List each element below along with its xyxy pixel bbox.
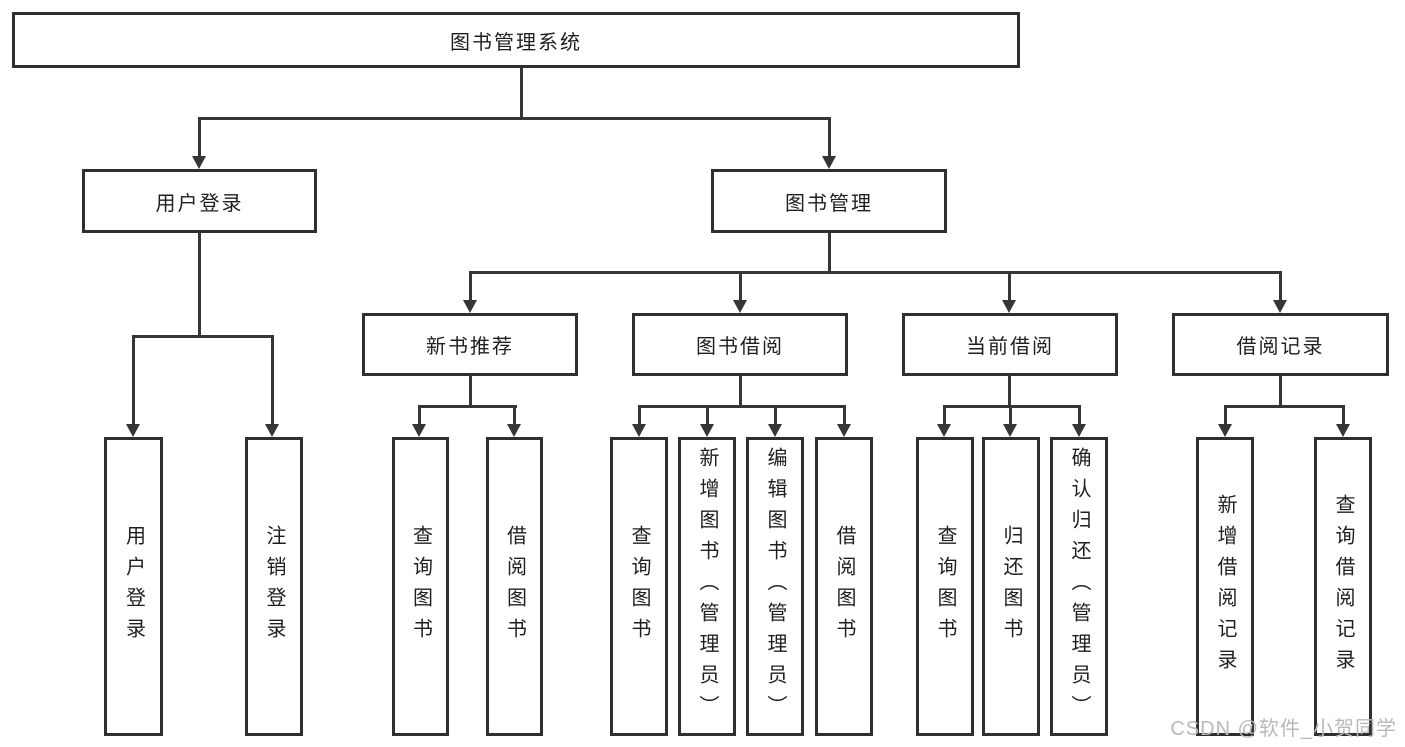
arrow-down-icon — [1003, 424, 1017, 437]
connector-book-mgmt-branch — [469, 271, 1282, 274]
connector-leaf — [1009, 405, 1012, 425]
arrow-down-icon — [1072, 424, 1086, 437]
leaf-query-borrow-record-label: 查询借阅记录 — [1332, 493, 1354, 680]
arrow-down-icon — [733, 300, 747, 313]
node-book-mgmt-label: 图书管理 — [785, 192, 873, 215]
connector-leaf — [706, 405, 709, 425]
connector-to-user-login — [198, 117, 201, 157]
leaf-logout-label: 注销登录 — [263, 524, 285, 649]
arrow-down-icon — [837, 424, 851, 437]
leaf-borrow-books-new: 借阅图书 — [486, 437, 543, 736]
arrow-down-icon — [632, 424, 646, 437]
node-library-system: 图书管理系统 — [12, 12, 1020, 68]
leaf-query-books-current-label: 查询图书 — [934, 524, 956, 649]
connector-book-borrow-branch — [638, 405, 846, 408]
leaf-edit-books-admin: 编辑图书（管理员） — [746, 437, 804, 736]
leaf-confirm-return-admin: 确认归还（管理员） — [1050, 437, 1108, 736]
arrow-down-icon — [126, 424, 140, 437]
leaf-query-books-borrow-label: 查询图书 — [628, 524, 650, 649]
connector-to-current-borrow — [1008, 271, 1011, 301]
connector-leaf — [843, 405, 846, 425]
node-book-mgmt: 图书管理 — [711, 169, 947, 233]
arrow-down-icon — [700, 424, 714, 437]
connector-user-login-branch — [133, 335, 274, 338]
leaf-query-books-current: 查询图书 — [916, 437, 974, 736]
arrow-down-icon — [822, 156, 836, 169]
node-new-books-label: 新书推荐 — [426, 336, 514, 358]
leaf-return-books: 归还图书 — [982, 437, 1040, 736]
arrow-down-icon — [507, 424, 521, 437]
connector-leaf — [638, 405, 641, 425]
leaf-query-borrow-record: 查询借阅记录 — [1314, 437, 1372, 736]
node-borrow-records: 借阅记录 — [1172, 313, 1389, 376]
connector-current-borrow-stem — [1008, 374, 1011, 408]
connector-leaf — [943, 405, 946, 425]
connector-leaf — [418, 405, 421, 425]
arrow-down-icon — [463, 300, 477, 313]
node-user-login: 用户登录 — [82, 169, 317, 233]
leaf-edit-books-admin-label: 编辑图书（管理员） — [764, 447, 786, 726]
arrow-down-icon — [768, 424, 782, 437]
node-current-borrow-label: 当前借阅 — [966, 336, 1054, 358]
arrow-down-icon — [1218, 424, 1232, 437]
connector-leaf — [1342, 405, 1345, 425]
node-book-borrow-label: 图书借阅 — [696, 336, 784, 358]
connector-to-book-mgmt — [828, 117, 831, 157]
leaf-borrow-books: 借阅图书 — [815, 437, 873, 736]
leaf-query-books-new-label: 查询图书 — [409, 524, 432, 649]
connector-book-mgmt-stem — [828, 233, 831, 273]
leaf-user-login-label: 用户登录 — [122, 524, 145, 649]
node-book-borrow: 图书借阅 — [632, 313, 848, 376]
arrow-down-icon — [192, 156, 206, 169]
arrow-down-icon — [265, 424, 279, 437]
connector-to-borrow-records — [1279, 271, 1282, 301]
node-user-login-label: 用户登录 — [155, 192, 244, 215]
leaf-borrow-books-new-label: 借阅图书 — [503, 524, 526, 649]
connector-to-login-leaf — [132, 335, 135, 425]
csdn-watermark: CSDN @软件_小贺同学 — [1170, 718, 1397, 740]
leaf-user-login: 用户登录 — [104, 437, 163, 736]
leaf-confirm-return-admin-label: 确认归还（管理员） — [1068, 447, 1090, 726]
connector-borrow-records-branch — [1224, 405, 1344, 408]
connector-leaf — [513, 405, 516, 425]
connector-leaf — [774, 405, 777, 425]
connector-root-stem — [520, 68, 523, 118]
connector-to-new-books — [469, 271, 472, 301]
connector-borrow-records-stem — [1279, 374, 1282, 408]
arrow-down-icon — [1273, 300, 1287, 313]
connector-leaf — [1078, 405, 1081, 425]
connector-new-books-branch — [418, 405, 517, 408]
leaf-add-borrow-record-label: 新增借阅记录 — [1214, 493, 1236, 680]
leaf-logout: 注销登录 — [245, 437, 303, 736]
arrow-down-icon — [1336, 424, 1350, 437]
connector-user-login-stem — [198, 233, 201, 337]
node-borrow-records-label: 借阅记录 — [1236, 336, 1325, 358]
node-current-borrow: 当前借阅 — [902, 313, 1118, 376]
arrow-down-icon — [412, 424, 426, 437]
arrow-down-icon — [937, 424, 951, 437]
leaf-return-books-label: 归还图书 — [1000, 524, 1022, 649]
leaf-borrow-books-label: 借阅图书 — [833, 524, 855, 649]
leaf-add-books-admin-label: 新增图书（管理员） — [696, 447, 718, 726]
leaf-add-borrow-record: 新增借阅记录 — [1196, 437, 1254, 736]
connector-root-branch — [198, 117, 831, 120]
leaf-add-books-admin: 新增图书（管理员） — [678, 437, 736, 736]
leaf-query-books-borrow: 查询图书 — [610, 437, 668, 736]
node-new-books: 新书推荐 — [362, 313, 578, 376]
leaf-query-books-new: 查询图书 — [392, 437, 449, 736]
node-library-system-label: 图书管理系统 — [450, 31, 582, 54]
connector-leaf — [1224, 405, 1227, 425]
connector-to-book-borrow — [739, 271, 742, 301]
connector-to-logout-leaf — [271, 335, 274, 425]
connector-book-borrow-stem — [739, 374, 742, 408]
connector-new-books-stem — [469, 374, 472, 408]
arrow-down-icon — [1002, 300, 1016, 313]
